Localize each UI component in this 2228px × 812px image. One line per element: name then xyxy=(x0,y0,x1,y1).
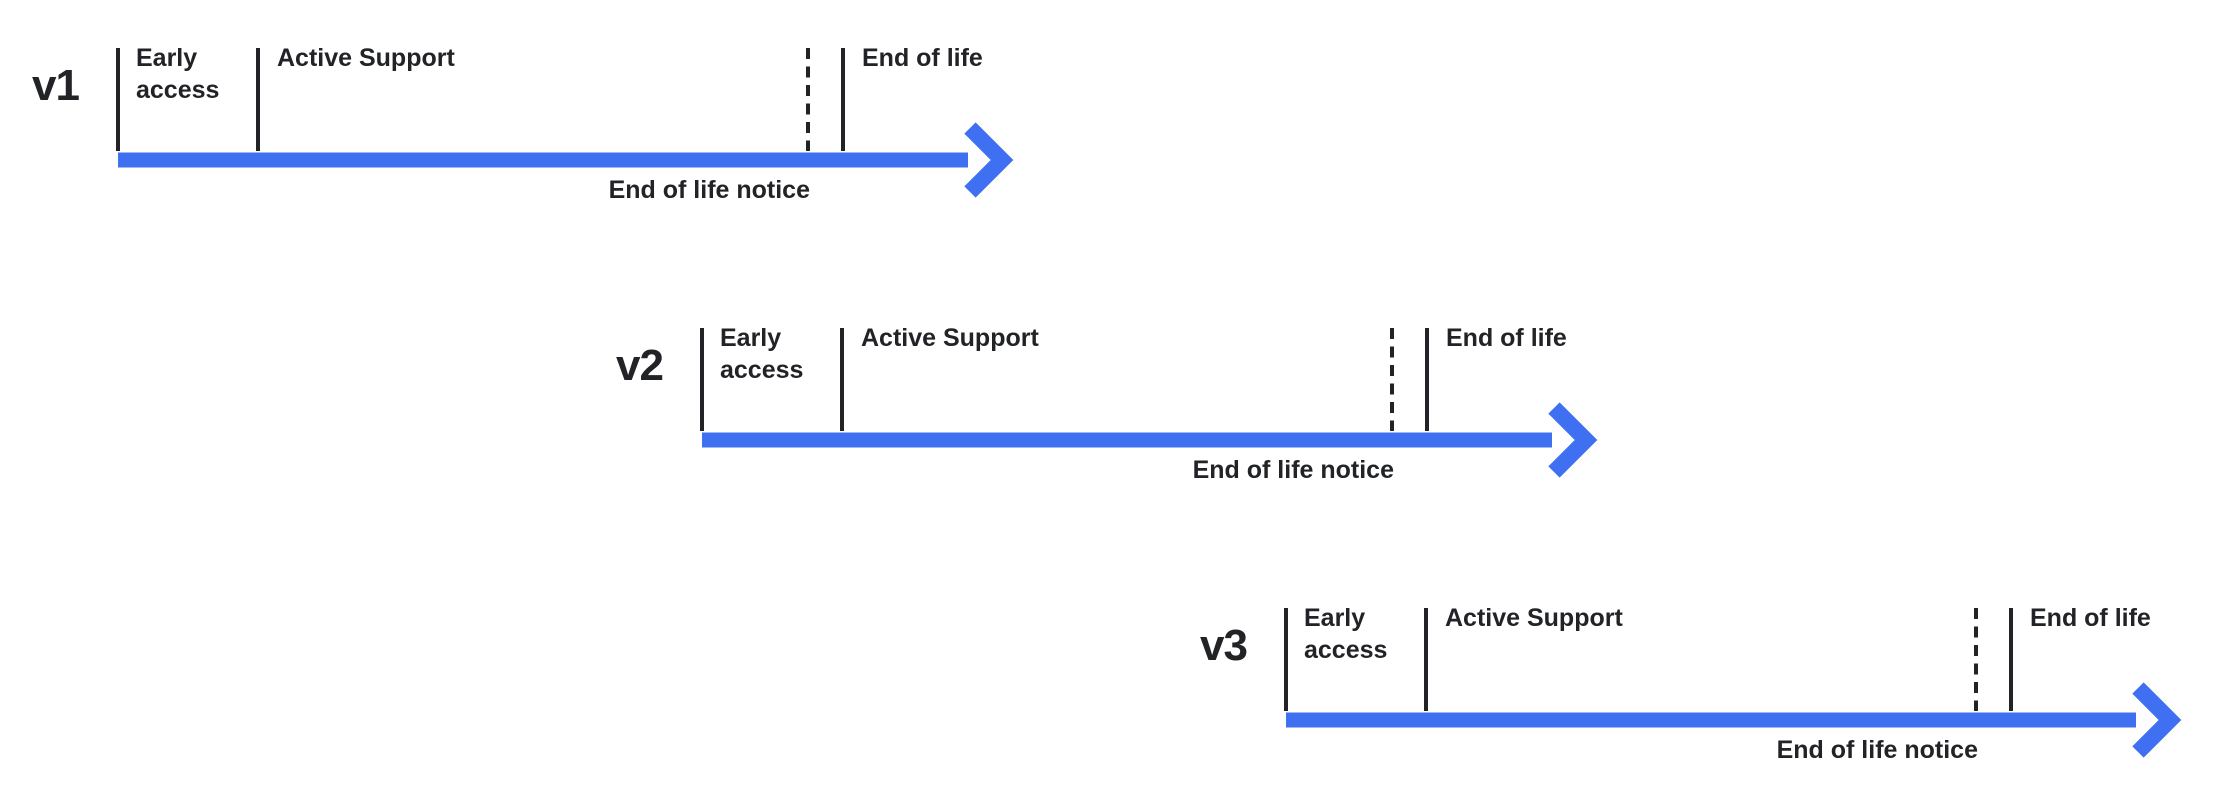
arrow-shaft xyxy=(702,432,1552,448)
end-of-life-notice-dashed-line xyxy=(1974,608,1978,711)
early-access-label: Early access xyxy=(720,324,804,384)
timeline-arrow xyxy=(702,402,1598,478)
end-of-life-label: End of life xyxy=(1446,324,1567,352)
early-access-start-tick xyxy=(700,328,704,431)
active-support-label: Active Support xyxy=(861,324,1039,352)
timeline-v1: v1 Early access Active Support End of li… xyxy=(0,0,1075,225)
version-label: v3 xyxy=(1200,621,1248,670)
version-label: v2 xyxy=(616,341,664,390)
end-of-life-notice-label: End of life notice xyxy=(1776,736,1978,764)
end-of-life-notice-label: End of life notice xyxy=(1192,456,1394,484)
early-access-label: Early access xyxy=(136,44,220,104)
arrow-head-icon xyxy=(964,122,1014,198)
arrow-shaft xyxy=(118,152,968,168)
end-of-life-tick xyxy=(841,48,845,151)
early-access-start-tick xyxy=(116,48,120,151)
timeline-v2: v2 Early access Active Support End of li… xyxy=(584,280,1659,505)
arrow-head-icon xyxy=(2132,682,2182,758)
end-of-life-notice-dashed-line xyxy=(806,48,810,151)
end-of-life-label: End of life xyxy=(862,44,983,72)
timeline-arrow xyxy=(118,122,1014,198)
timeline-v3: v3 Early access Active Support End of li… xyxy=(1168,560,2228,785)
end-of-life-tick xyxy=(2009,608,2013,711)
early-access-start-tick xyxy=(1284,608,1288,711)
arrow-shaft xyxy=(1286,712,2136,728)
end-of-life-notice-label: End of life notice xyxy=(608,176,810,204)
end-of-life-notice-dashed-line xyxy=(1390,328,1394,431)
end-of-life-tick xyxy=(1425,328,1429,431)
active-support-label: Active Support xyxy=(277,44,455,72)
early-access-label: Early access xyxy=(1304,604,1388,664)
active-support-start-tick xyxy=(840,328,844,431)
arrow-head-icon xyxy=(1548,402,1598,478)
end-of-life-label: End of life xyxy=(2030,604,2151,632)
active-support-start-tick xyxy=(256,48,260,151)
active-support-label: Active Support xyxy=(1445,604,1623,632)
timeline-arrow xyxy=(1286,682,2182,758)
active-support-start-tick xyxy=(1424,608,1428,711)
version-label: v1 xyxy=(32,61,80,110)
